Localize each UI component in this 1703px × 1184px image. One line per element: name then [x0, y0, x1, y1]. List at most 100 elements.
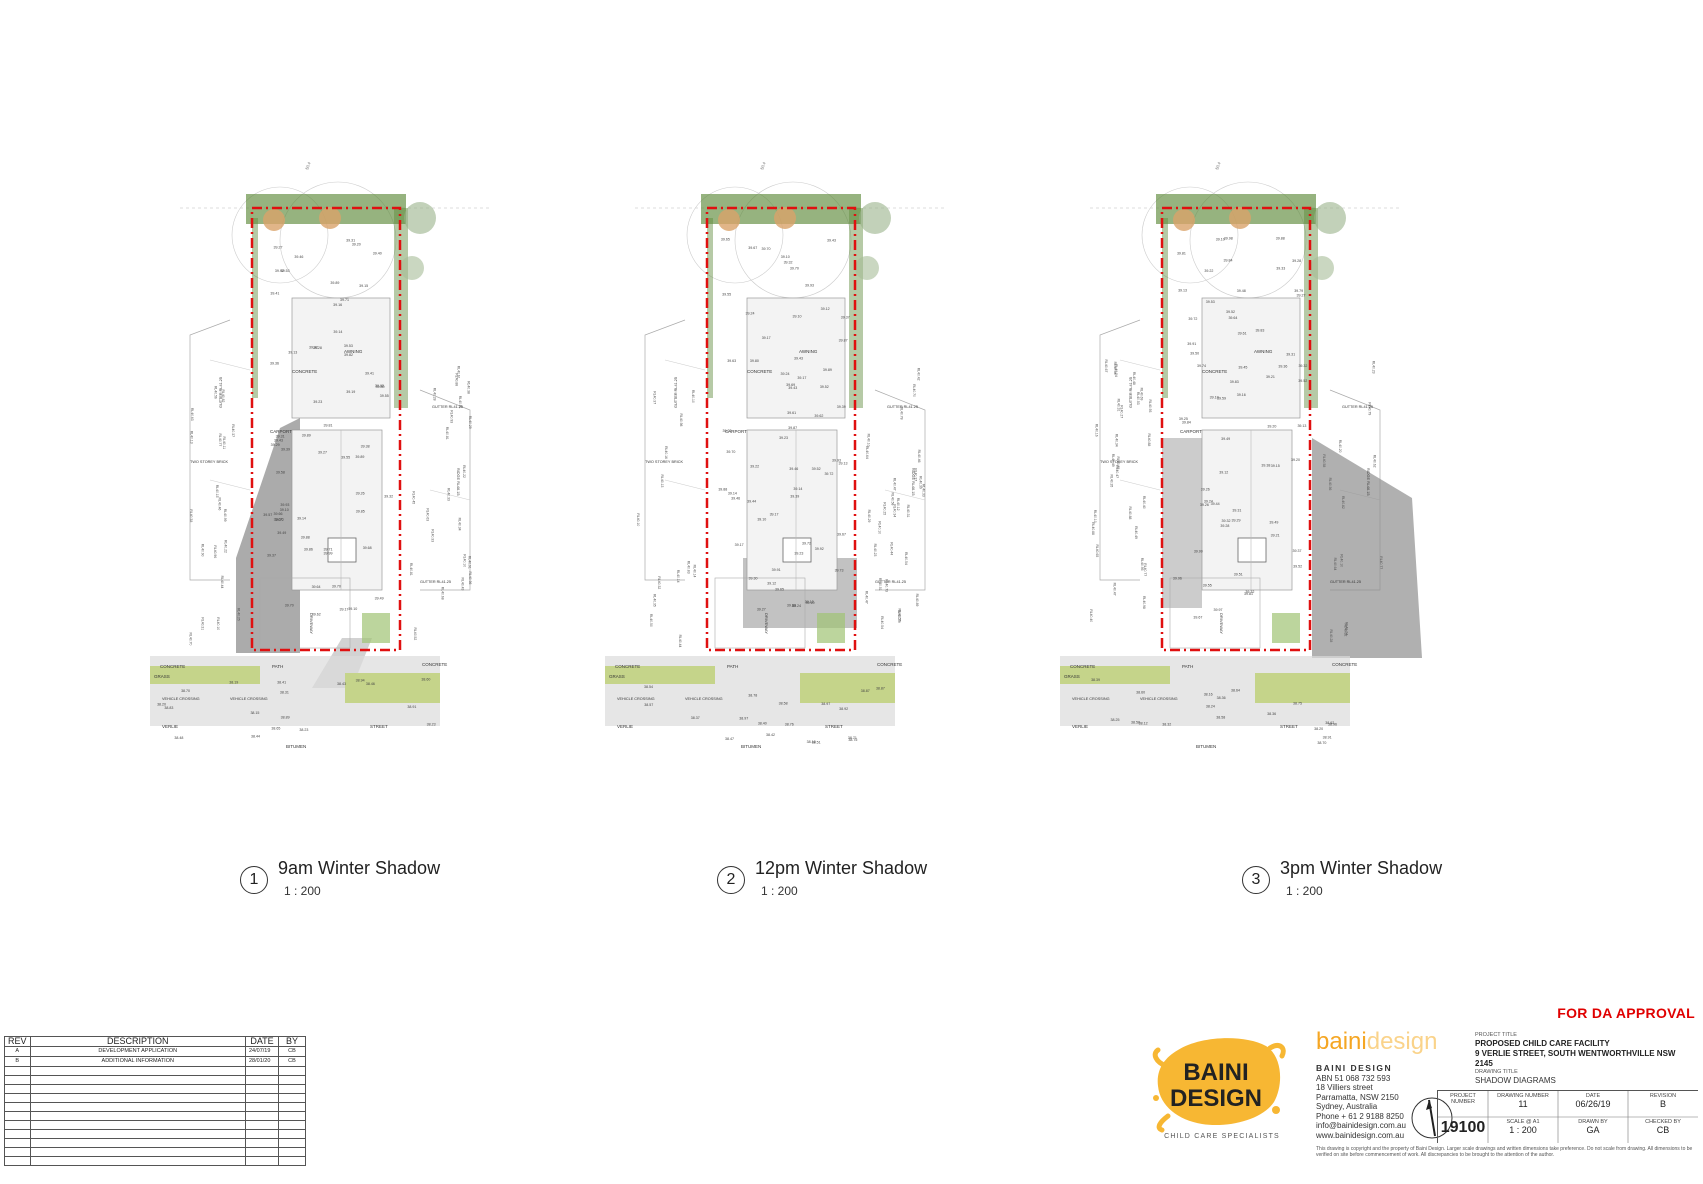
- spot-level: 39.31: [1232, 508, 1241, 512]
- plan-label: AWNING: [344, 349, 363, 354]
- level-note: RL40.90: [200, 544, 204, 557]
- empty-cell: [245, 1156, 279, 1166]
- copyright-disclaimer: This drawing is copyright and the proper…: [1316, 1146, 1693, 1158]
- north-marker-label: 50.4: [304, 161, 312, 171]
- spot-level: 39.13: [1297, 424, 1306, 428]
- spot-level: 39.57: [263, 513, 272, 517]
- level-note: RL40.89: [915, 594, 919, 607]
- date-cell: DATE 06/26/19: [1558, 1093, 1628, 1109]
- spot-level: 39.72: [1188, 317, 1197, 321]
- spot-level: 39.39: [837, 405, 846, 409]
- level-note: RL40.16: [664, 446, 668, 459]
- spot-level: 39.87: [839, 339, 848, 343]
- spot-level: 39.27: [757, 608, 766, 612]
- level-note: RL40.58: [890, 493, 894, 506]
- spot-level: 38.78: [748, 693, 757, 697]
- level-note: RL40.38: [189, 509, 193, 522]
- plan-label: VERLIE: [162, 724, 178, 729]
- grass-strip: [800, 673, 895, 703]
- tree: [1314, 202, 1346, 234]
- table-row: [4, 1066, 306, 1076]
- level-note: RL40.49: [1111, 454, 1115, 467]
- view-caption-3: 3 3pm Winter Shadow 1 : 200: [1242, 856, 1502, 906]
- level-note: RL40.36: [1113, 362, 1117, 375]
- spot-level: 38.70: [181, 689, 190, 693]
- table-row: [4, 1156, 306, 1166]
- level-note: RL40.91: [458, 396, 462, 409]
- project-title-label: PROJECT TITLE: [1475, 1032, 1517, 1038]
- level-note: RL40.29: [468, 416, 472, 429]
- spot-level: 39.53: [281, 269, 290, 273]
- level-note: RL40.82: [221, 390, 225, 403]
- spot-level: 39.12: [1219, 471, 1228, 475]
- spot-level: 39.28: [1292, 259, 1301, 263]
- plan-label: BITUMEN: [286, 744, 306, 749]
- plan-label: CONCRETE: [877, 662, 902, 667]
- spot-level: 39.27: [273, 245, 282, 249]
- company-line: 18 Villiers street: [1316, 1083, 1373, 1092]
- drawing-number-cell: DRAWING NUMBER 11: [1488, 1093, 1558, 1109]
- tree: [1310, 256, 1334, 280]
- spot-level: 38.41: [277, 681, 286, 685]
- revision-value: B: [1659, 1099, 1666, 1109]
- level-note: RL40.88: [1128, 507, 1132, 520]
- level-note: RL40.88: [1147, 433, 1151, 446]
- table-row: [4, 1102, 306, 1112]
- neighbour-outline: [419, 389, 471, 591]
- spot-level: 39.29: [271, 443, 280, 447]
- plan-label: VERLIE: [617, 724, 633, 729]
- empty-cell: [245, 1075, 279, 1085]
- spot-level: 39.15: [1271, 464, 1280, 468]
- level-note: RL40.73: [884, 579, 888, 592]
- level-note: RL40.56: [213, 386, 217, 399]
- level-note: RL40.10: [463, 554, 467, 567]
- level-note: RL40.40: [1142, 496, 1146, 509]
- vegetation: [252, 218, 258, 398]
- spot-level: 38.60: [1136, 690, 1145, 694]
- level-note: RL40.47: [893, 478, 897, 491]
- spot-level: 38.39: [1091, 678, 1100, 682]
- scale-label: SCALE @ A1: [1506, 1119, 1540, 1125]
- spot-level: 39.43: [794, 356, 803, 360]
- spot-level: 39.91: [1187, 342, 1196, 346]
- spot-level: 39.64: [1228, 316, 1237, 320]
- level-note: RL40.38: [466, 381, 470, 394]
- spot-level: 39.37: [841, 316, 850, 320]
- hatch-lines: [664, 359, 926, 501]
- spot-level: 39.50: [1190, 351, 1199, 355]
- spot-level: 39.89: [355, 455, 364, 459]
- spot-level: 39.72: [802, 542, 811, 546]
- plan-label: CARPORT: [1180, 429, 1202, 434]
- project-number: 19100: [1440, 1119, 1486, 1136]
- spot-level: 39.67: [837, 533, 846, 537]
- level-note: RL40.98: [1142, 596, 1146, 609]
- spot-level: 39.23: [779, 436, 788, 440]
- level-note: RL40.45: [411, 491, 415, 504]
- spot-level: 39.93: [805, 284, 814, 288]
- spot-level: 39.14: [728, 492, 737, 496]
- level-note: RL40.79: [1367, 402, 1371, 415]
- empty-cell: [29, 1093, 247, 1103]
- spot-level: 39.31: [276, 435, 285, 439]
- site-boundary: [705, 206, 857, 652]
- plan-label: RIDGE RL46.15: [1366, 468, 1370, 495]
- spot-level: 39.45: [1238, 365, 1247, 369]
- date-cell: 24/07/19: [245, 1046, 279, 1057]
- spot-level: 38.15: [250, 711, 259, 715]
- level-note: RL40.62: [1373, 455, 1377, 468]
- table-row: [4, 1075, 306, 1085]
- spot-level: 39.10: [1216, 238, 1225, 242]
- plan-label: GUTTER RL41.25: [674, 377, 678, 408]
- garden: [362, 613, 390, 643]
- project-number-label: PROJECT NUMBER: [1450, 1093, 1476, 1105]
- driveway-outline: [259, 577, 351, 649]
- spot-level: 38.94: [356, 678, 365, 682]
- spot-level: 39.49: [1221, 437, 1230, 441]
- grass-strip: [150, 666, 260, 684]
- building-roof: [291, 297, 391, 419]
- view-scale: 1 : 200: [284, 884, 321, 898]
- empty-cell: [4, 1120, 31, 1130]
- spot-level: 39.63: [727, 359, 736, 363]
- view-title: 12pm Winter Shadow: [755, 858, 928, 878]
- title-block-grid: PROJECT NUMBER 19100 DRAWING NUMBER 11 D…: [1437, 1090, 1698, 1143]
